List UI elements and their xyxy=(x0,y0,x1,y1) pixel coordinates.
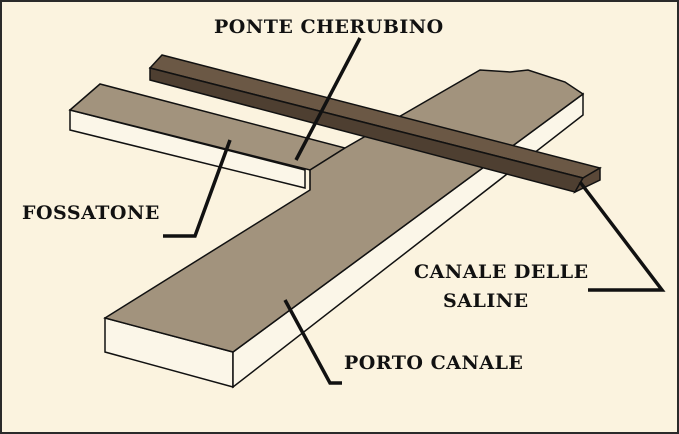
label-canale-delle-saline-line2: SALINE xyxy=(443,290,529,312)
leader-porto-canale xyxy=(283,299,342,385)
label-fossatone: FOSSATONE xyxy=(22,202,160,224)
label-porto-canale: PORTO CANALE xyxy=(344,352,524,374)
label-canale-delle-saline-line1: CANALE DELLE xyxy=(414,261,589,283)
leader-ponte-cherubino xyxy=(294,37,362,161)
label-canale-delle-saline: CANALE DELLE SALINE xyxy=(414,258,589,316)
label-ponte-cherubino: PONTE CHERUBINO xyxy=(214,16,444,38)
leader-canale-delle-saline xyxy=(578,180,666,292)
leader-fossatone xyxy=(163,139,232,238)
